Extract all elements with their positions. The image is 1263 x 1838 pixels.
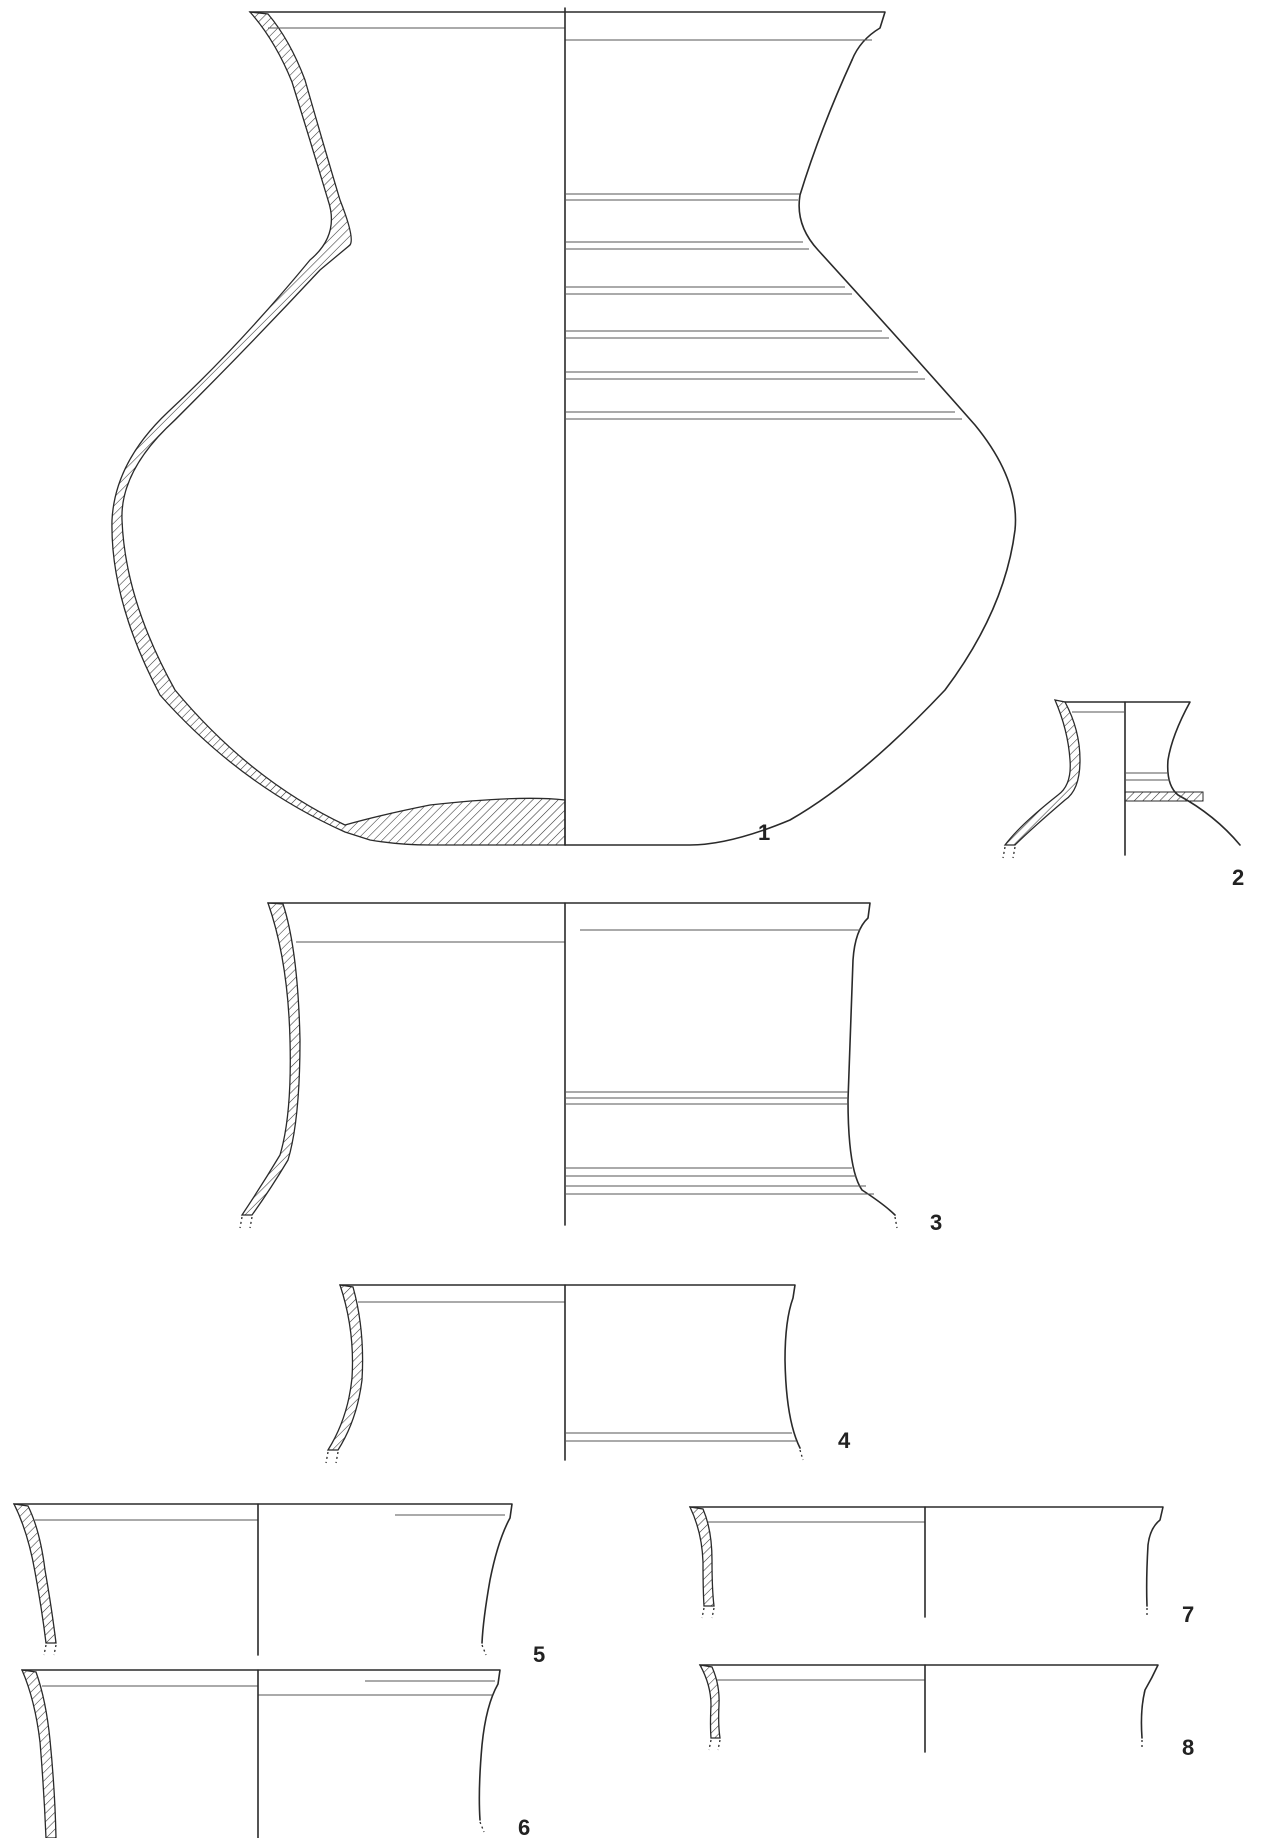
vessel-3-grooves — [565, 1091, 874, 1195]
vessel-2: 2 — [1002, 699, 1244, 890]
label-2: 2 — [1232, 865, 1244, 890]
label-6: 6 — [518, 1815, 530, 1838]
vessel-6-section — [20, 1669, 57, 1838]
vessel-5: 5 — [12, 1503, 545, 1667]
vessel-5-section — [12, 1503, 57, 1644]
vessel-8-section — [698, 1664, 721, 1739]
vessel-7: 7 — [688, 1506, 1194, 1627]
vessel-4-section — [326, 1284, 364, 1451]
label-4: 4 — [838, 1428, 851, 1453]
label-3: 3 — [930, 1210, 942, 1235]
vessel-1-grooves — [565, 193, 962, 420]
vessel-1: 1 — [111, 7, 1017, 846]
vessel-2-section — [1003, 699, 1081, 846]
label-1: 1 — [758, 820, 770, 845]
label-7: 7 — [1182, 1602, 1194, 1627]
vessel-8: 8 — [698, 1664, 1194, 1760]
vessel-1-section — [111, 11, 566, 846]
vessel-3: 3 — [239, 902, 942, 1235]
vessel-7-section — [688, 1506, 715, 1607]
label-8: 8 — [1182, 1735, 1194, 1760]
vessel-3-section — [240, 902, 301, 1216]
vessel-6: 6 — [20, 1669, 530, 1838]
label-5: 5 — [533, 1642, 545, 1667]
vessel-4: 4 — [325, 1284, 851, 1464]
